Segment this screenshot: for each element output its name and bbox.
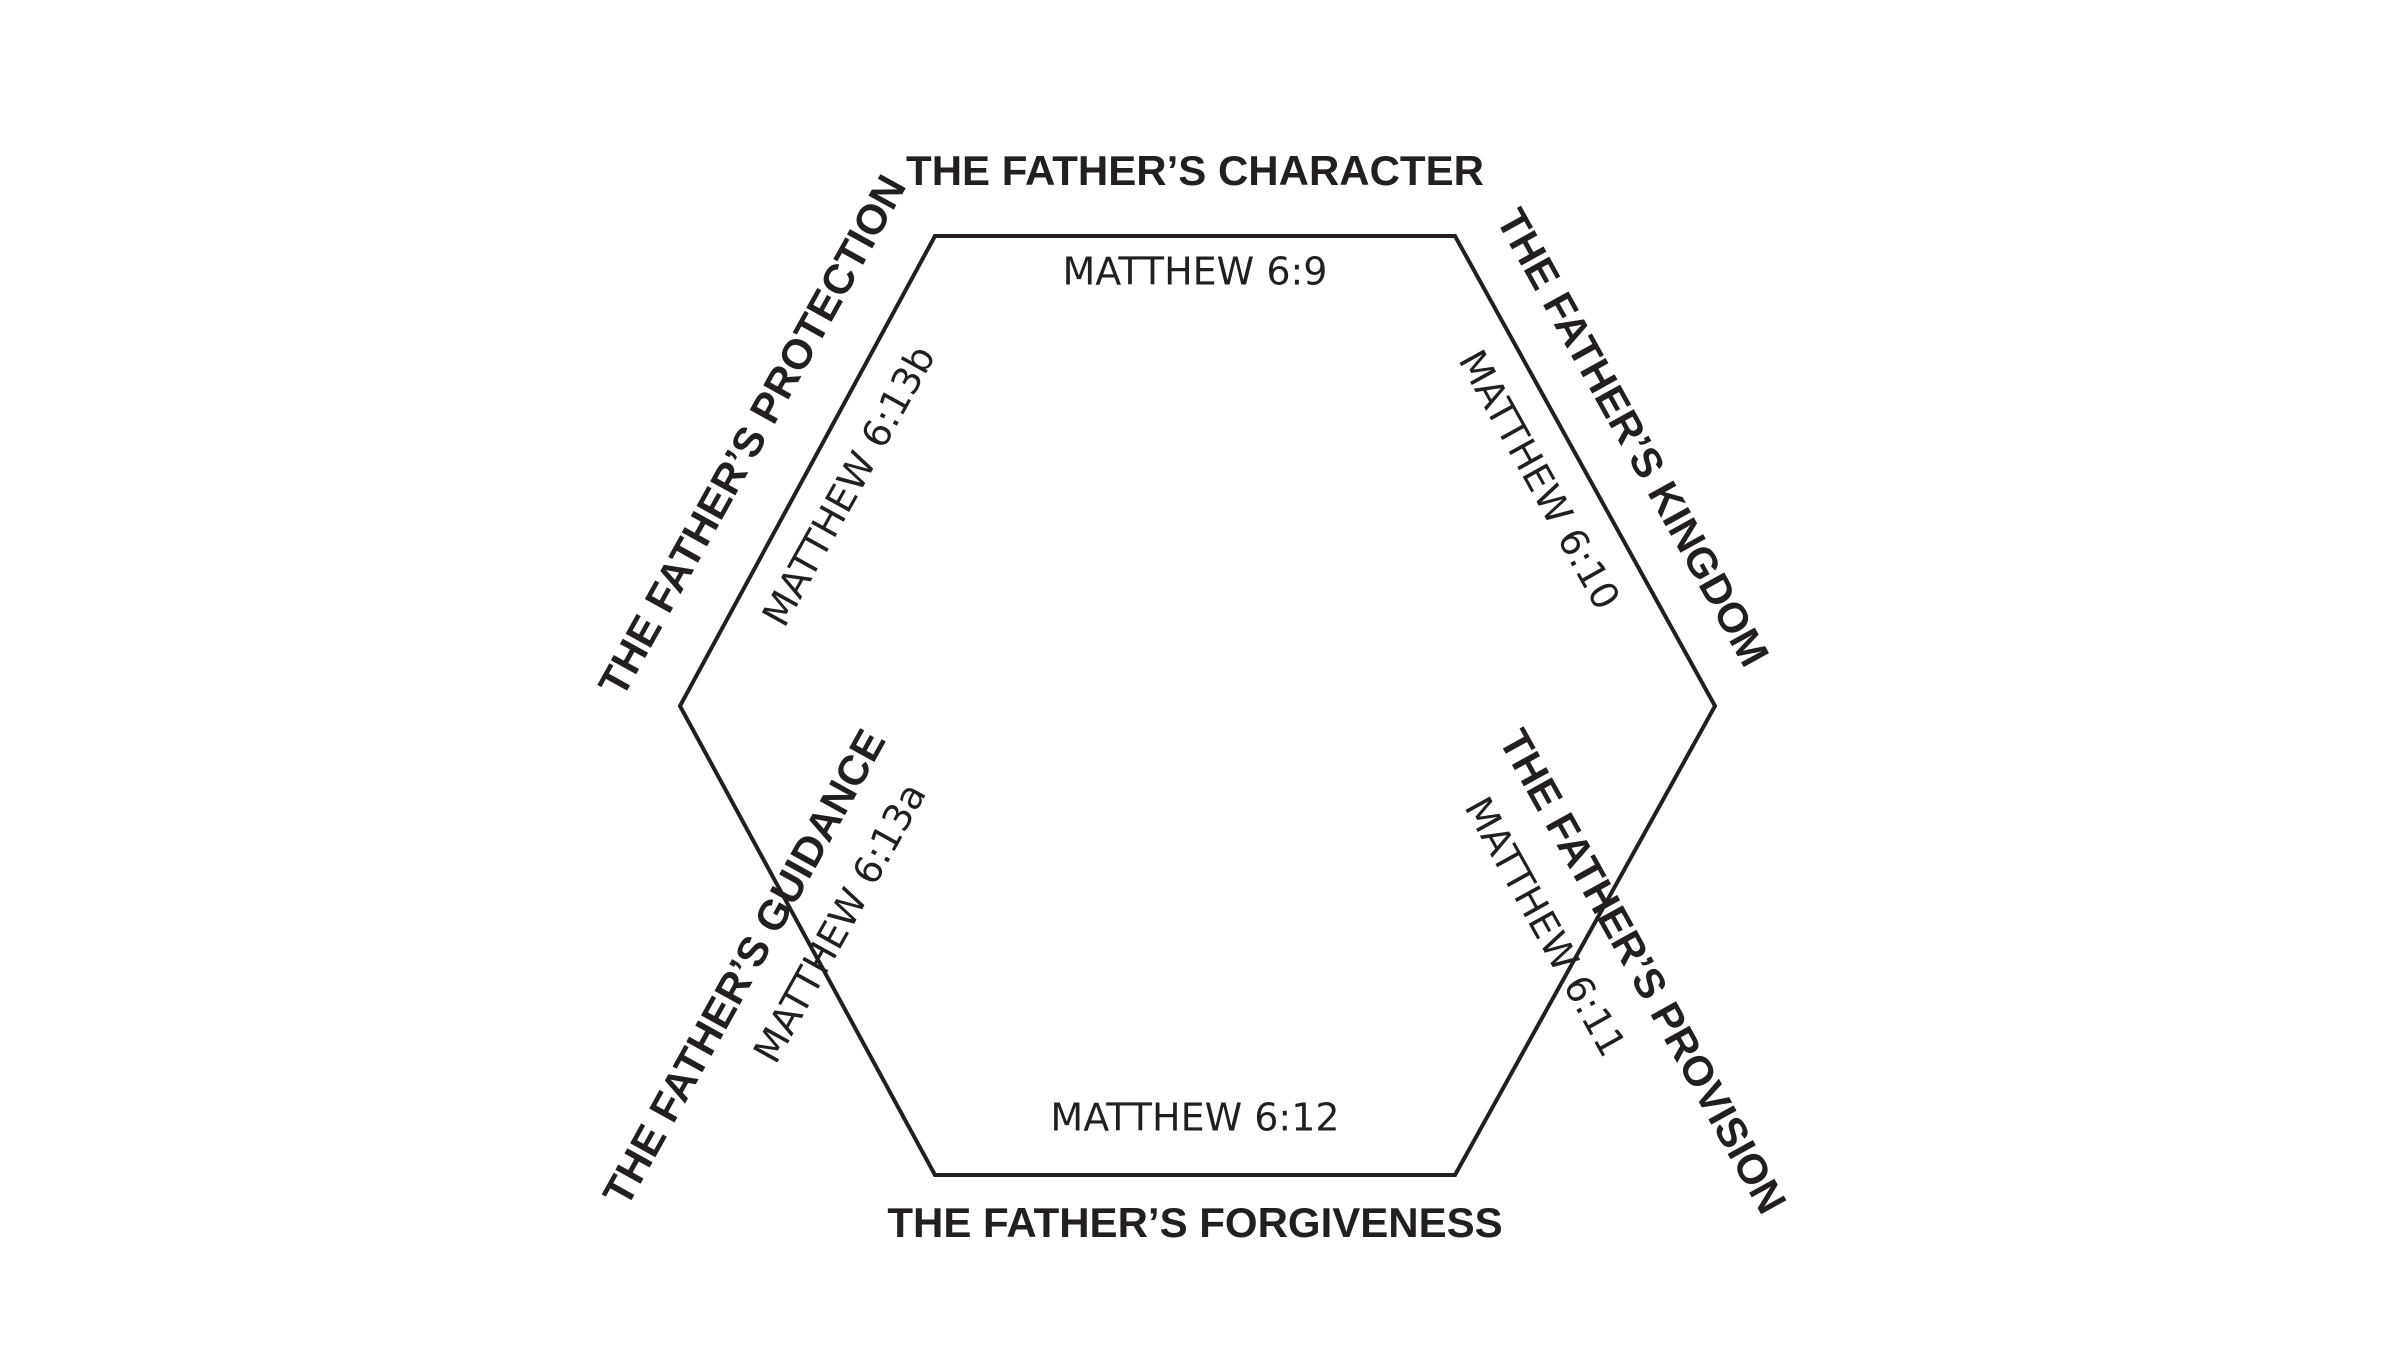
side-lower-left: THE FATHER’S GUIDANCE MATTHEW 6:13a xyxy=(594,722,935,1214)
side-title: THE FATHER’S PROVISION xyxy=(1490,721,1795,1221)
side-title: THE FATHER’S CHARACTER xyxy=(906,147,1484,194)
side-reference: MATTHEW 6:9 xyxy=(1063,250,1328,294)
side-upper-right: THE FATHER’S KINGDOM MATTHEW 6:10 xyxy=(1450,201,1778,674)
side-title: THE FATHER’S GUIDANCE xyxy=(594,722,895,1214)
side-top: THE FATHER’S CHARACTER MATTHEW 6:9 xyxy=(906,147,1484,293)
side-reference: MATTHEW 6:12 xyxy=(1050,1096,1339,1140)
hexagon-edge-upper-left xyxy=(678,234,937,708)
hexagon-edge-lower-right xyxy=(1453,704,1717,1177)
hexagon-edge-lower-left xyxy=(678,704,937,1177)
hexagon-edge-upper-right xyxy=(1453,234,1717,708)
hexagon-outline xyxy=(678,234,1717,1177)
side-bottom: THE FATHER’S FORGIVENESS MATTHEW 6:12 xyxy=(887,1096,1502,1247)
side-upper-left: THE FATHER’S PROTECTION MATTHEW 6:13b xyxy=(589,167,944,703)
side-title: THE FATHER’S FORGIVENESS xyxy=(887,1199,1502,1246)
side-lower-right: THE FATHER’S PROVISION MATTHEW 6:11 xyxy=(1456,721,1796,1221)
